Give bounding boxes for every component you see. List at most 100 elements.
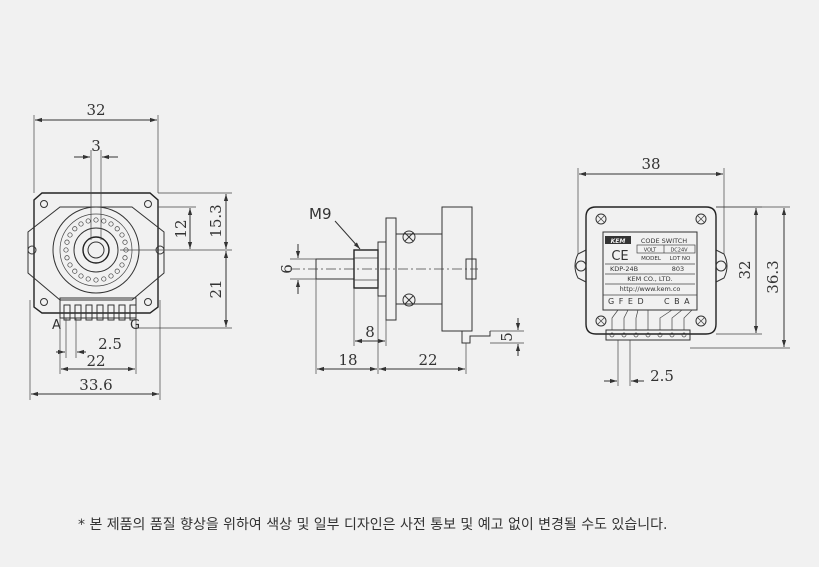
rear-pin-header [605, 329, 691, 341]
label-company: KEM CO., LTD. [627, 275, 672, 283]
label-pins-left: G F E D [608, 297, 645, 306]
rotor-contacts [63, 217, 129, 283]
dim-15-3: 15.3 [207, 204, 225, 237]
rear-pin [633, 332, 639, 338]
dim-32-top: 32 [86, 101, 105, 119]
kem-logo-text: KEM [611, 238, 626, 245]
dim-8: 8 [365, 323, 375, 341]
rear-pin [669, 332, 675, 338]
shaft-nut [82, 236, 110, 264]
mount-hole-tr [144, 200, 152, 208]
rotor-contact [72, 268, 78, 274]
dim-22-front: 22 [86, 352, 105, 370]
front-pin [118, 304, 126, 321]
rear-screw-bl [595, 315, 607, 327]
rotor-contact [64, 255, 70, 261]
rotor-contact [93, 217, 99, 223]
rear-pin [609, 332, 615, 338]
rotor-contact [101, 276, 107, 282]
rotor-contact [63, 247, 69, 253]
rear-ear-left [574, 249, 587, 283]
rotor-contact [108, 273, 114, 279]
dim-12: 12 [172, 219, 190, 238]
dim-3-center: 3 [91, 137, 101, 155]
label-dc24v: DC24V [670, 248, 688, 254]
dim-32-rear: 32 [736, 260, 754, 279]
rear-screw-tl [595, 213, 607, 225]
mount-hole-br [144, 298, 152, 306]
rotor-contact [119, 262, 125, 268]
rear-pin [657, 332, 663, 338]
label-code-switch: CODE SWITCH [641, 237, 687, 245]
dim-33-6: 33.6 [79, 376, 112, 394]
label-ce: CE [611, 249, 628, 264]
side-view: M9 6 8 18 22 5 [278, 205, 524, 374]
rear-pins [609, 332, 687, 338]
side-rear-shaft [465, 258, 477, 280]
side-tab [461, 331, 491, 344]
rear-ear-hole-left [575, 260, 587, 272]
rotor-contact [64, 239, 70, 245]
front-pin [74, 304, 82, 321]
rotor-contact [114, 226, 120, 232]
front-pin [96, 304, 104, 321]
rear-pin [681, 332, 687, 338]
dim-38: 38 [641, 155, 660, 173]
front-pin [63, 304, 71, 321]
label-model: MODEL [641, 256, 662, 262]
thread-label: M9 [309, 205, 332, 223]
label-volt: VOLT [644, 248, 657, 254]
rotor-contact [122, 255, 128, 261]
rear-housing [585, 206, 717, 335]
label-model-no: KDP-24B [610, 265, 638, 273]
kem-logo [605, 236, 631, 244]
rotor-contact [85, 218, 91, 224]
footnote: * 본 제품의 품질 향상을 위하여 색상 및 일부 디자인은 사전 통보 및 … [78, 517, 668, 533]
rotor-contact [78, 221, 84, 227]
dim-22-side: 22 [418, 351, 437, 369]
dim-2-5-rear: 2.5 [650, 367, 674, 385]
rear-screw-tr [695, 213, 707, 225]
front-pin [85, 304, 93, 321]
rear-ear-right [715, 249, 728, 283]
rear-pin [621, 332, 627, 338]
rotor-contact [114, 268, 120, 274]
rear-ear-hole-right [715, 260, 727, 272]
front-view: 32 3 12 15.3 21 A G 2.5 22 [27, 101, 232, 400]
front-pin [107, 304, 115, 321]
rotor-contact [67, 232, 73, 238]
rotor-contact [122, 239, 128, 245]
dim-18: 18 [338, 351, 357, 369]
rear-screw-br [695, 315, 707, 327]
dim-2-5-front: 2.5 [98, 335, 122, 353]
rear-wiring [611, 309, 693, 330]
shaft [87, 241, 105, 259]
front-pins [63, 304, 137, 321]
label-url: http://www.kem.co [620, 285, 681, 293]
side-screw-bottom [402, 293, 416, 307]
rear-label-plate [602, 231, 698, 311]
label-pins-right: C B A [664, 297, 691, 306]
rotor-inner [73, 227, 119, 273]
dim-36-3: 36.3 [764, 260, 782, 293]
pin-label-g: G [130, 318, 140, 333]
rotor-contact [119, 232, 125, 238]
rotor-contact [108, 221, 114, 227]
rotor-contact [101, 218, 107, 224]
rotor-contact [85, 276, 91, 282]
rotor-contact [93, 277, 99, 283]
side-hole-left [27, 245, 37, 255]
mount-hole-tl [40, 200, 48, 208]
label-lot-no: LOT NO [670, 256, 691, 262]
pin-label-a: A [52, 318, 61, 333]
side-body [441, 206, 473, 332]
rotor-contact [67, 262, 73, 268]
label-lot-value: 803 [672, 265, 684, 273]
front-pin [129, 304, 137, 321]
dim-5: 5 [498, 332, 516, 342]
dim-21: 21 [207, 279, 225, 298]
front-housing [33, 192, 159, 314]
rear-view: KEM CODE SWITCH VOLT DC24V CE MODEL LOT … [574, 155, 790, 386]
rotor-contact [72, 226, 78, 232]
